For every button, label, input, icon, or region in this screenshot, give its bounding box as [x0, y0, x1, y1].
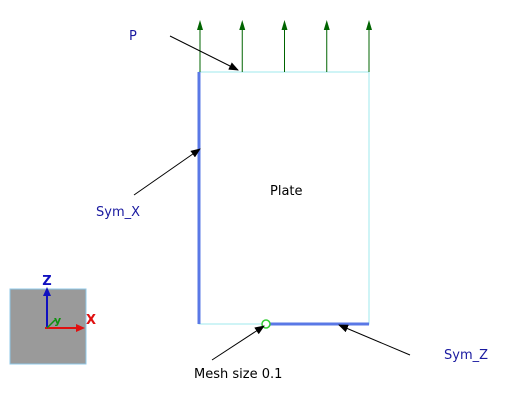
load-arrow-icon	[281, 20, 288, 72]
triad-z-arrowhead	[43, 287, 51, 296]
load-arrows	[197, 20, 372, 72]
triad-y-label: y	[54, 314, 61, 327]
mesh-size-label: Mesh size 0.1	[194, 367, 283, 382]
load-leader-arrow	[169, 35, 239, 71]
sym-x-label: Sym_X	[96, 205, 141, 220]
load-label: P	[129, 29, 137, 44]
triad-z-label: Z	[42, 274, 51, 289]
triad-x-arrowhead	[76, 324, 85, 332]
sym-x-leader-arrow	[133, 148, 201, 196]
triad-y-axis	[46, 319, 56, 329]
load-arrow-icon	[239, 20, 246, 72]
sym-z-label: Sym_Z	[444, 348, 489, 363]
sym-z-leader-arrow	[338, 324, 411, 356]
plate-label: Plate	[270, 184, 303, 199]
load-arrow-icon	[366, 20, 372, 72]
triad-x-label: X	[86, 313, 96, 328]
load-arrow-icon	[323, 20, 330, 72]
mesh-leader-arrow	[211, 325, 265, 361]
load-arrow-icon	[197, 20, 203, 72]
